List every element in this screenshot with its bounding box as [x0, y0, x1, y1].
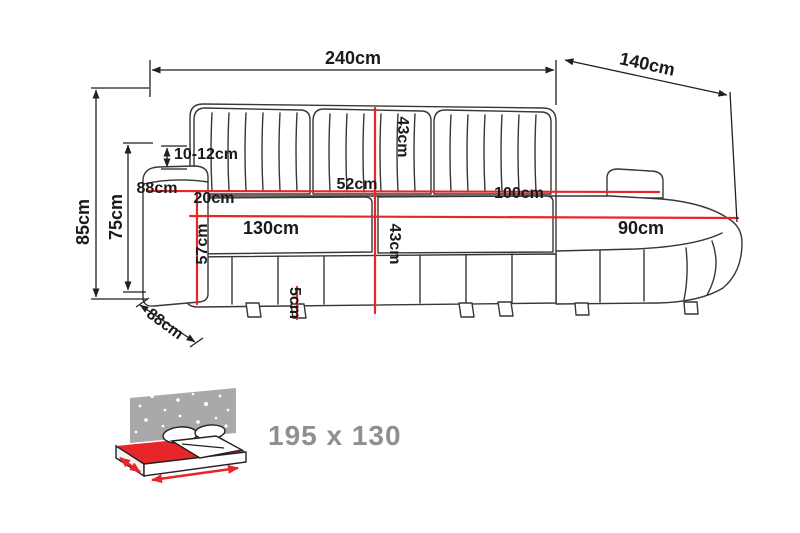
back-cushion-left-channels [210, 112, 298, 192]
base-front-face [183, 253, 557, 308]
dim-total-height [91, 87, 149, 300]
label-chaise-width: 90cm [618, 218, 664, 238]
back-cushion-middle-channels [328, 113, 416, 193]
label-total-width: 240cm [325, 48, 381, 68]
red-line-upper-horizontal [145, 189, 661, 194]
label-armrest-width: 88cm [137, 180, 178, 197]
seat-cushion-right [377, 195, 554, 254]
back-cushion-right [433, 109, 552, 195]
bed-blanket-fold-line [181, 443, 225, 449]
red-line-lower-horizontal [188, 214, 740, 220]
black-dimension-lines [91, 58, 738, 348]
red-dimension-lines [145, 106, 740, 321]
bed-icon [115, 388, 247, 484]
dim-backrest-height [123, 142, 153, 293]
chaise-detail-lines [555, 232, 723, 303]
label-armrest-above-seat: 10-12cm [174, 146, 238, 163]
bed-depth-arrow [119, 456, 141, 474]
back-cushion-middle [312, 108, 432, 195]
dim-total-width [149, 60, 557, 105]
back-cushion-right-channels [449, 114, 537, 193]
label-leg-height: 5cm [286, 287, 303, 319]
label-seat-width: 130cm [243, 218, 299, 238]
label-seat-depth: 52cm [337, 176, 378, 193]
back-cushion-left [193, 107, 311, 195]
sleeping-area-label: 195 x 130 [268, 420, 402, 451]
label-total-depth: 140cm [618, 48, 677, 79]
right-armrest [606, 168, 664, 199]
dim-total-depth [564, 58, 738, 223]
sofa-legs [245, 301, 699, 319]
label-total-height: 85cm [73, 199, 93, 245]
label-chaise-length: 100cm [494, 185, 544, 202]
left-armrest-roll-line [142, 179, 209, 185]
label-seat-cushion-depth: 43cm [386, 224, 403, 265]
chaise-body [555, 195, 743, 305]
label-backrest-height: 75cm [106, 194, 126, 240]
label-back-cushion-height: 43cm [394, 117, 411, 158]
bed-blanket [169, 435, 245, 459]
label-side-depth: 88cm [143, 305, 186, 343]
dim-armrest-above-seat [161, 145, 187, 170]
sofa-drawing [142, 103, 743, 319]
bed-width-arrow [151, 464, 239, 484]
dim-side-depth [135, 297, 204, 348]
base-front-channels [231, 253, 513, 305]
label-seat-front-gap: 20cm [194, 190, 235, 207]
label-seat-height: 57cm [194, 224, 211, 265]
